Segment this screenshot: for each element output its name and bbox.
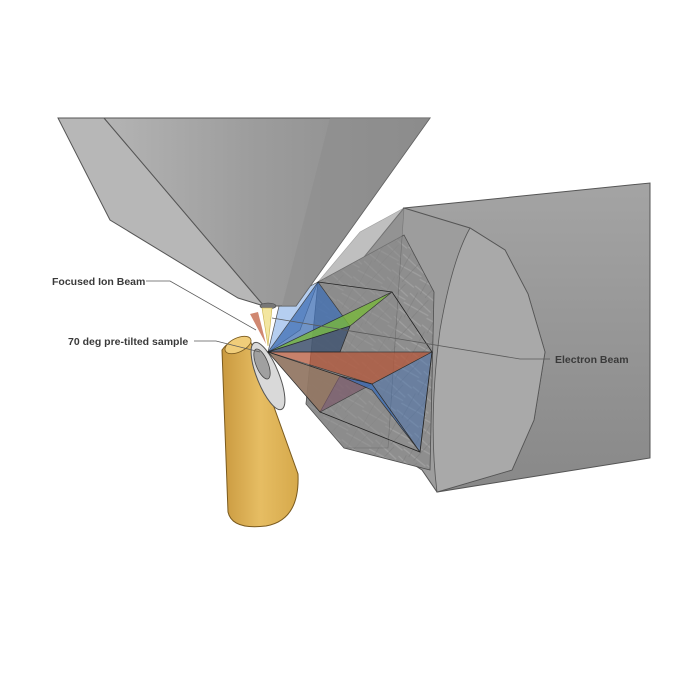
fib-cone-shadow [282,118,430,306]
tilted-sample [250,341,286,411]
label-pretilted-sample: 70 deg pre-tilted sample [68,336,261,353]
ion-beam-secondary [250,312,266,344]
fan-outline [317,281,433,453]
holder-top [224,335,252,355]
fib-leader-line [146,280,257,331]
sample-holder [221,335,299,528]
label-focused-ion-beam: Focused Ion Beam [52,276,257,331]
diffraction-fan [266,281,433,453]
fib-column [57,117,431,310]
ion-beam [261,307,273,347]
sample-leader-line [194,340,261,353]
electron-label-text: Electron Beam [555,354,629,366]
label-electron-beam: Electron Beam [271,317,629,366]
electron-beam-column [305,182,651,493]
electron-leader-line [271,317,550,360]
sample-label-text: 70 deg pre-tilted sample [68,336,188,348]
sem-end-cap-facet [432,227,546,493]
fib-cone-left [57,117,266,307]
fib-label-text: Focused Ion Beam [52,276,145,288]
